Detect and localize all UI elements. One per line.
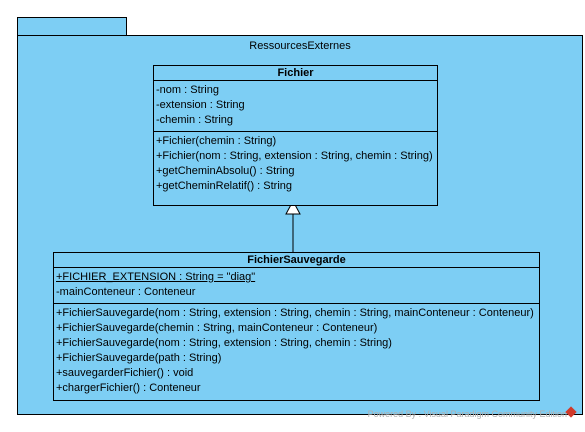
attributes-compartment: +FICHIER_EXTENSION : String = "diag" -ma…: [54, 268, 539, 304]
operation-row[interactable]: +Fichier(nom : String, extension : Strin…: [156, 150, 433, 162]
attribute-row[interactable]: -chemin : String: [156, 114, 234, 126]
class-name: Fichier: [154, 66, 437, 81]
attribute-row[interactable]: -mainConteneur : Conteneur: [56, 286, 196, 298]
class-fichier[interactable]: Fichier -nom : String -extension : Strin…: [153, 65, 438, 206]
attributes-compartment: -nom : String -extension : String -chemi…: [154, 81, 437, 132]
attribute-row[interactable]: -nom : String: [156, 84, 219, 96]
attribute-row[interactable]: +FICHIER_EXTENSION : String = "diag": [56, 270, 537, 285]
package-name: RessourcesExternes: [249, 40, 351, 52]
operation-row[interactable]: +FichierSauvegarde(nom : String, extensi…: [56, 337, 392, 349]
operations-compartment: +FichierSauvegarde(nom : String, extensi…: [54, 304, 539, 399]
operation-row[interactable]: +Fichier(chemin : String): [156, 135, 277, 147]
operation-row[interactable]: +FichierSauvegarde(nom : String, extensi…: [56, 307, 534, 319]
watermark-text: Powered By : Visual Paradigm Community E…: [367, 409, 567, 419]
attribute-row[interactable]: -extension : String: [156, 99, 245, 111]
class-name: FichierSauvegarde: [54, 253, 539, 268]
generalization-arrowhead: [285, 199, 301, 215]
operation-row[interactable]: +FichierSauvegarde(chemin : String, main…: [56, 322, 378, 334]
operations-compartment: +Fichier(chemin : String) +Fichier(nom :…: [154, 132, 437, 197]
operation-row[interactable]: +sauvegarderFichier() : void: [56, 367, 194, 379]
static-attribute: +FICHIER_EXTENSION : String = "diag": [56, 271, 256, 283]
operation-row[interactable]: +getCheminRelatif() : String: [156, 180, 293, 192]
operation-row[interactable]: +FichierSauvegarde(path : String): [56, 352, 222, 364]
class-fichier-sauvegarde[interactable]: FichierSauvegarde +FICHIER_EXTENSION : S…: [53, 252, 540, 401]
operation-row[interactable]: +chargerFichier() : Conteneur: [56, 382, 201, 394]
operation-row[interactable]: +getCheminAbsolu() : String: [156, 165, 295, 177]
